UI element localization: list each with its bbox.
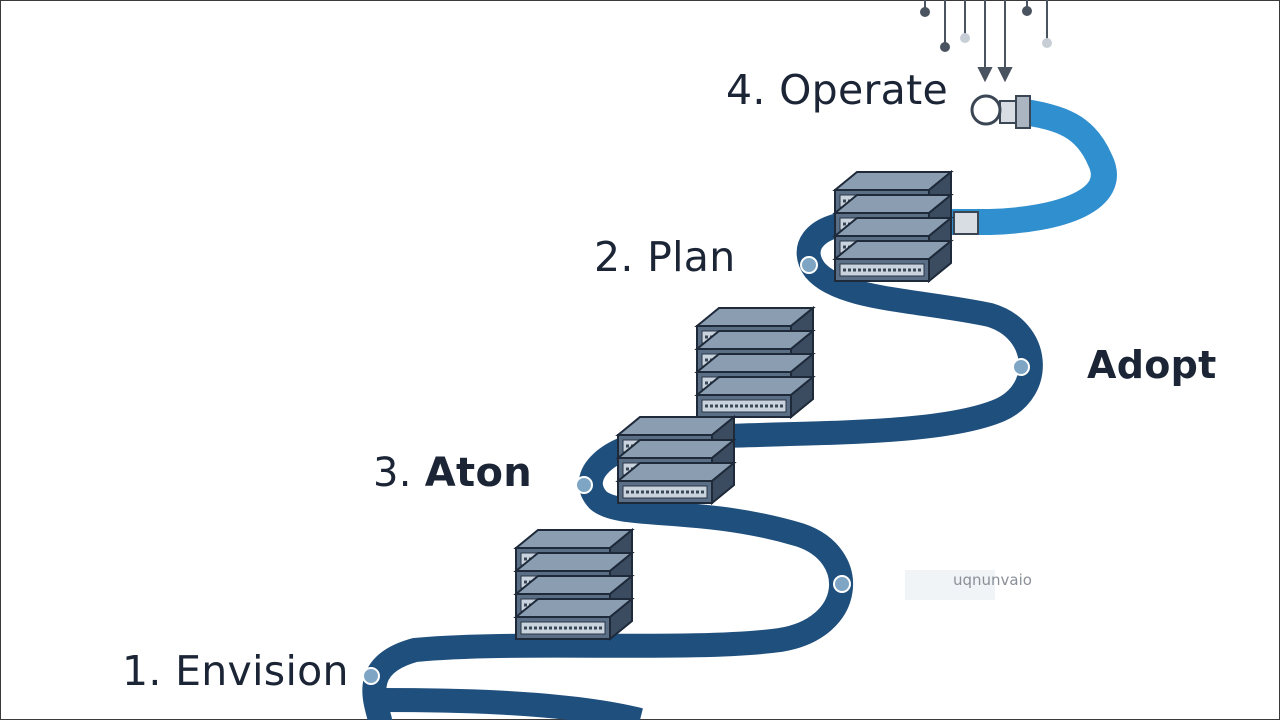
stage-name: Operate [779, 66, 948, 114]
cable-connector-icon [953, 94, 1031, 235]
pathway-nodes [362, 256, 1030, 685]
stage-label-aton: 3. Aton [373, 450, 532, 496]
stage-number: 2. [594, 233, 634, 281]
server-stack-icon [695, 306, 815, 419]
pathway-cable-lower [362, 210, 1043, 720]
stage-number: 1. [122, 647, 162, 695]
stage-label-envision: 1. Envision [122, 647, 349, 695]
side-label-adopt: Adopt [1087, 343, 1217, 387]
server-stack-icon [616, 415, 736, 505]
stage-number: 3. [373, 450, 412, 496]
pathway-cable-tail [379, 688, 643, 720]
stage-name: Envision [175, 647, 349, 695]
server-stack-icon [514, 528, 634, 641]
stage-name: Aton [424, 450, 533, 496]
stage-label-operate: 4. Operate [726, 66, 948, 114]
faint-label: uqnunvaio [953, 571, 1032, 589]
stage-number: 4. [726, 66, 766, 114]
stage-name: Plan [647, 233, 736, 281]
faint-smudge [905, 570, 995, 600]
antenna-lines-icon [920, 0, 1052, 83]
stage-label-plan: 2. Plan [594, 233, 736, 281]
server-stack-icon [833, 170, 953, 283]
